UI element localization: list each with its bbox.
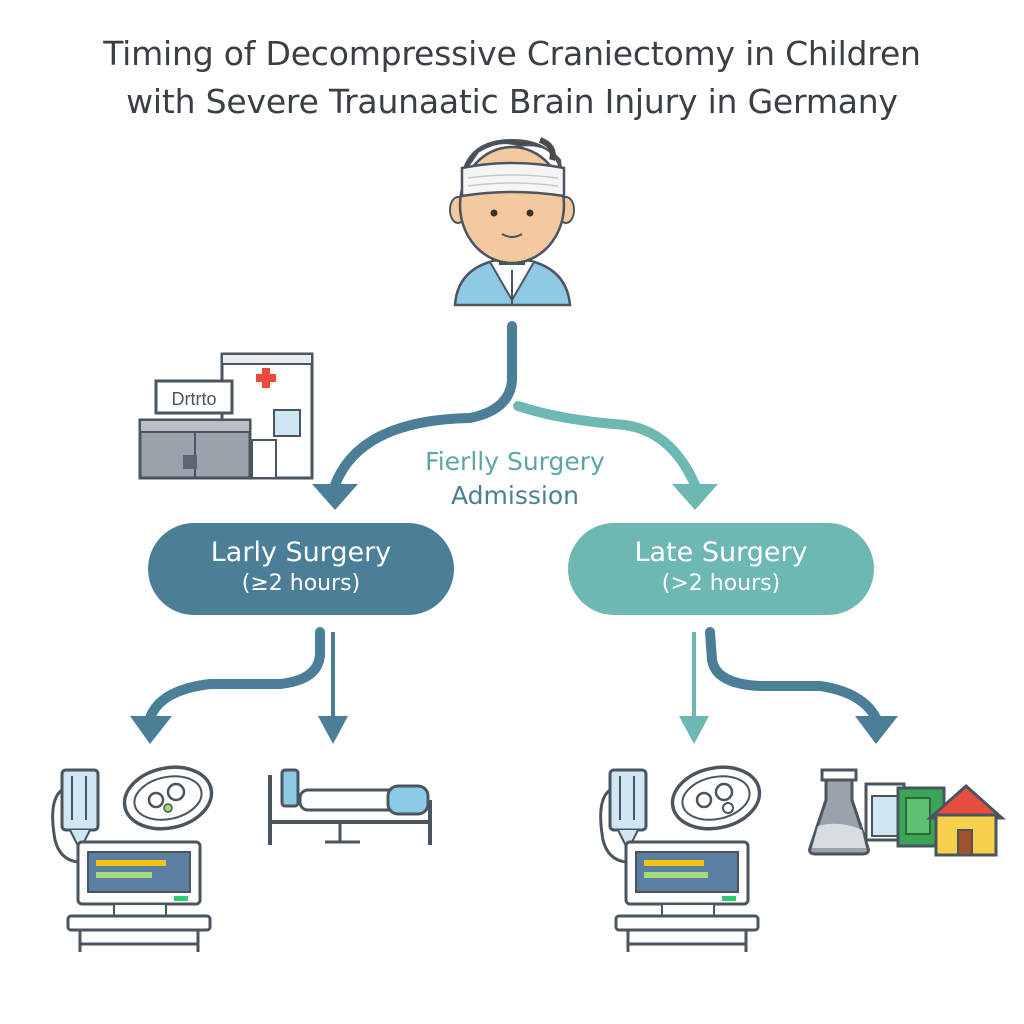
medication-icon: [808, 768, 946, 856]
late-surgery-timing: (>2 hours): [661, 571, 781, 596]
admission-label-line-1: Fierlly Surgery: [425, 447, 605, 476]
title-line-2: with Severe Traunaatic Brain Injury in G…: [126, 82, 898, 121]
scan-icon: [670, 765, 762, 831]
early-surgery-timing: (≥2 hours): [241, 571, 361, 596]
late-branch-arrows: [679, 627, 898, 744]
title-line-1: Timing of Decompressive Craniectomy in C…: [103, 34, 921, 73]
scan-icon: [122, 765, 214, 831]
home-icon: [926, 783, 1006, 857]
early-surgery-label: Larly Surgery: [210, 537, 392, 568]
monitor-icon: [51, 768, 212, 952]
early-branch-arrows: [130, 627, 348, 744]
hospital-bed-icon: [268, 768, 432, 845]
hospital-sign: Drtrto: [172, 389, 217, 409]
admission-label-line-2: Admission: [451, 481, 579, 510]
diagram-title: Timing of Decompressive Craniectomy in C…: [0, 30, 1024, 126]
hospital-icon: [138, 352, 314, 480]
monitor-icon: [599, 768, 760, 952]
late-surgery-label: Late Surgery: [634, 537, 808, 568]
patient-icon: [449, 137, 575, 307]
early-surgery-node: Larly Surgery (≥2 hours): [148, 523, 454, 615]
late-surgery-node: Late Surgery (>2 hours): [568, 523, 874, 615]
admission-label: Fierlly Surgery Admission: [360, 445, 670, 513]
admission-arrows: [312, 321, 718, 510]
